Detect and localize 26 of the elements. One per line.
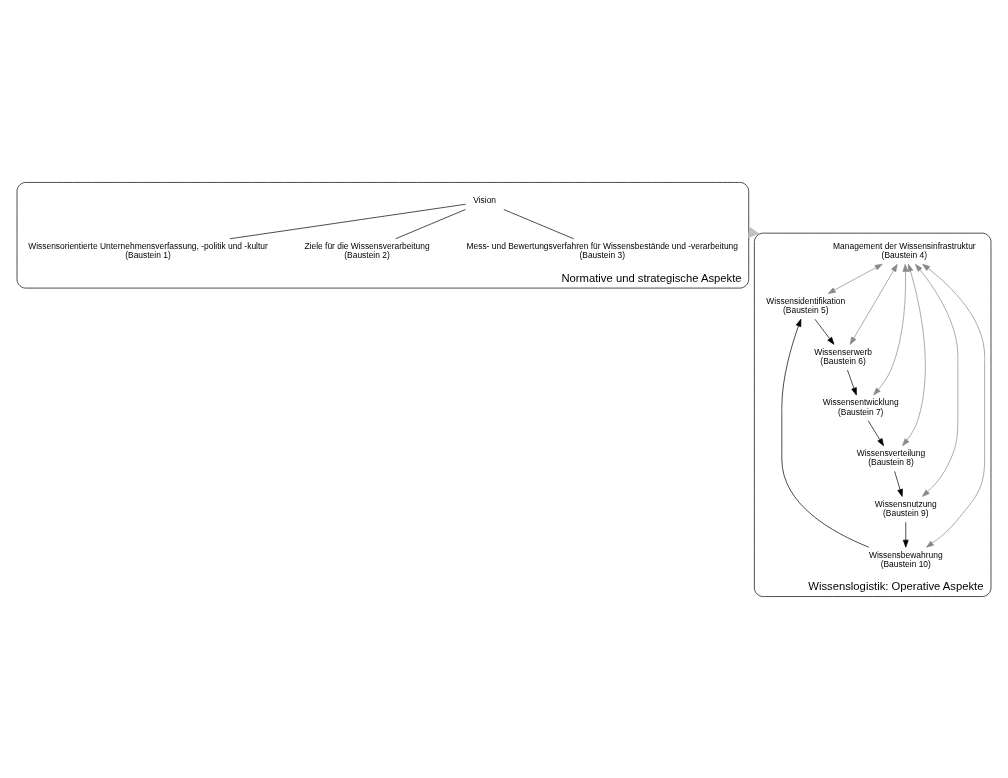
arrow	[894, 470, 903, 497]
arrow	[849, 263, 898, 345]
arrow	[781, 318, 870, 548]
arrow	[902, 521, 909, 548]
connector	[395, 208, 466, 239]
node-text: Wissensnutzung (Baustein 9)	[874, 498, 937, 518]
arrow	[827, 263, 883, 294]
node-text: Management der Wissensinfrastruktur (Baustein 4)	[833, 240, 976, 260]
arrow	[922, 263, 985, 548]
node-text: Wissensidentifikation (Baustein 5)	[766, 295, 846, 315]
arrow	[902, 263, 926, 446]
arrow	[915, 263, 959, 497]
node-text: Wissensorientierte Unternehmensverfassung, -politik und -kultur (Baustein 1)	[28, 240, 268, 260]
node-text: Vision	[473, 194, 497, 205]
arrow	[814, 318, 835, 345]
node-text: Wissenserwerb (Baustein 6)	[814, 346, 872, 366]
node-text: Wissensentwicklung (Baustein 7)	[822, 396, 899, 417]
node-text: Mess- und Bewertungsverfahren für Wissensbestände und -verarbeitung (Baustein 3)	[466, 240, 739, 260]
arrow	[847, 369, 857, 395]
arrow	[867, 419, 884, 446]
connector	[229, 203, 466, 239]
node-text: Wissensverteilung (Baustein 8)	[856, 447, 926, 467]
node-text: Wissensbewahrung (Baustein 10)	[868, 549, 943, 569]
connector	[503, 208, 574, 239]
arrow	[873, 263, 909, 395]
node-text: Ziele für die Wissensverarbeitung (Baustein 2)	[304, 240, 430, 260]
